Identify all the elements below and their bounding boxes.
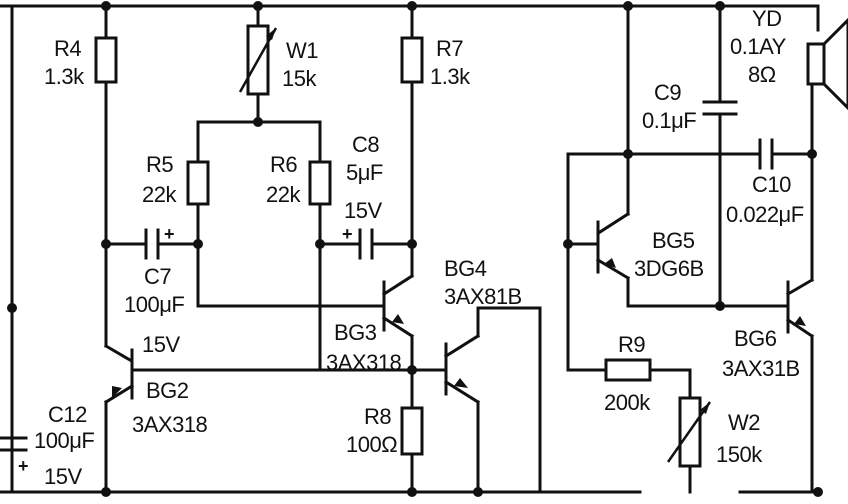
r4-ref: R4 [54, 36, 81, 61]
yd-impedance: 8Ω [748, 62, 776, 87]
bg4-value: 3AX81B [444, 284, 522, 309]
c9-value: 0.1μF [642, 108, 696, 133]
bg5-ref: BG5 [652, 228, 695, 253]
resistor-r8: R8 100Ω [346, 404, 424, 497]
w2-value: 150k [716, 442, 763, 467]
c8-voltage: 15V [344, 198, 382, 223]
yd-value: 0.1AY [730, 34, 787, 59]
c7-value: 100μF [124, 292, 184, 317]
r6-ref: R6 [270, 152, 297, 177]
bg6-value: 3AX31B [722, 356, 800, 381]
r6-value: 22k [266, 182, 301, 207]
r8-ref: R8 [364, 404, 391, 429]
capacitor-c8: + C8 5μF 15V [318, 132, 414, 260]
c7-ref: C7 [144, 264, 171, 289]
c8-plus: + [342, 224, 353, 244]
capacitor-c10: C10 0.022μF [726, 138, 817, 227]
c12-value: 100μF [34, 428, 94, 453]
w1-value: 15k [282, 66, 317, 91]
r8-value: 100Ω [346, 432, 397, 457]
bg2-ref: BG2 [146, 378, 189, 403]
bg6-ref: BG6 [734, 326, 777, 351]
w2-ref: W2 [728, 410, 760, 435]
bg4-ref: BG4 [444, 256, 487, 281]
c12-ref: C12 [48, 402, 87, 427]
resistor-r4: R4 1.3k [44, 1, 118, 249]
transistor-bg4: BG4 3AX81B [410, 256, 642, 497]
resistor-r6: R6 22k [266, 120, 332, 372]
r5-value: 22k [142, 182, 177, 207]
r5-ref: R5 [146, 152, 173, 177]
resistor-r9: R9 200k [566, 332, 692, 415]
capacitor-c12: + C12 100μF 15V [0, 303, 95, 489]
transistor-bg5: BG5 3DG6B [563, 1, 762, 372]
resistor-r7: R7 1.3k [400, 1, 472, 249]
r4-value: 1.3k [44, 64, 85, 89]
bg2-value: 3AX318 [132, 412, 208, 437]
transistor-bg3: BG3 3AX318 [196, 242, 417, 410]
bg5-value: 3DG6B [634, 256, 704, 281]
potentiometer-w1: W1 15k [238, 1, 319, 127]
yd-ref: YD [752, 6, 782, 31]
c8-value: 5μF [346, 160, 383, 185]
c7-voltage: 15V [142, 332, 180, 357]
capacitor-c7: + C7 100μF 15V [104, 224, 200, 357]
c8-ref: C8 [352, 132, 379, 157]
potentiometer-w2: W2 150k [666, 396, 764, 494]
w1-ref: W1 [286, 38, 318, 63]
r9-value: 200k [604, 390, 651, 415]
bg3-ref: BG3 [334, 320, 377, 345]
transistor-bg2: BG2 3AX318 [101, 242, 414, 497]
resistor-r5: R5 22k [142, 120, 322, 308]
r7-value: 1.3k [430, 64, 471, 89]
c10-value: 0.022μF [726, 202, 804, 227]
c12-voltage: 15V [44, 464, 82, 489]
r9-ref: R9 [618, 332, 645, 357]
c12-plus: + [18, 456, 29, 476]
transistor-bg6: BG6 3AX31B [718, 277, 823, 497]
r7-ref: R7 [436, 36, 463, 61]
c10-ref: C10 [752, 172, 791, 197]
c7-plus: + [164, 224, 175, 244]
c9-ref: C9 [654, 80, 681, 105]
speaker-yd: YD 0.1AY 8Ω [730, 6, 848, 282]
